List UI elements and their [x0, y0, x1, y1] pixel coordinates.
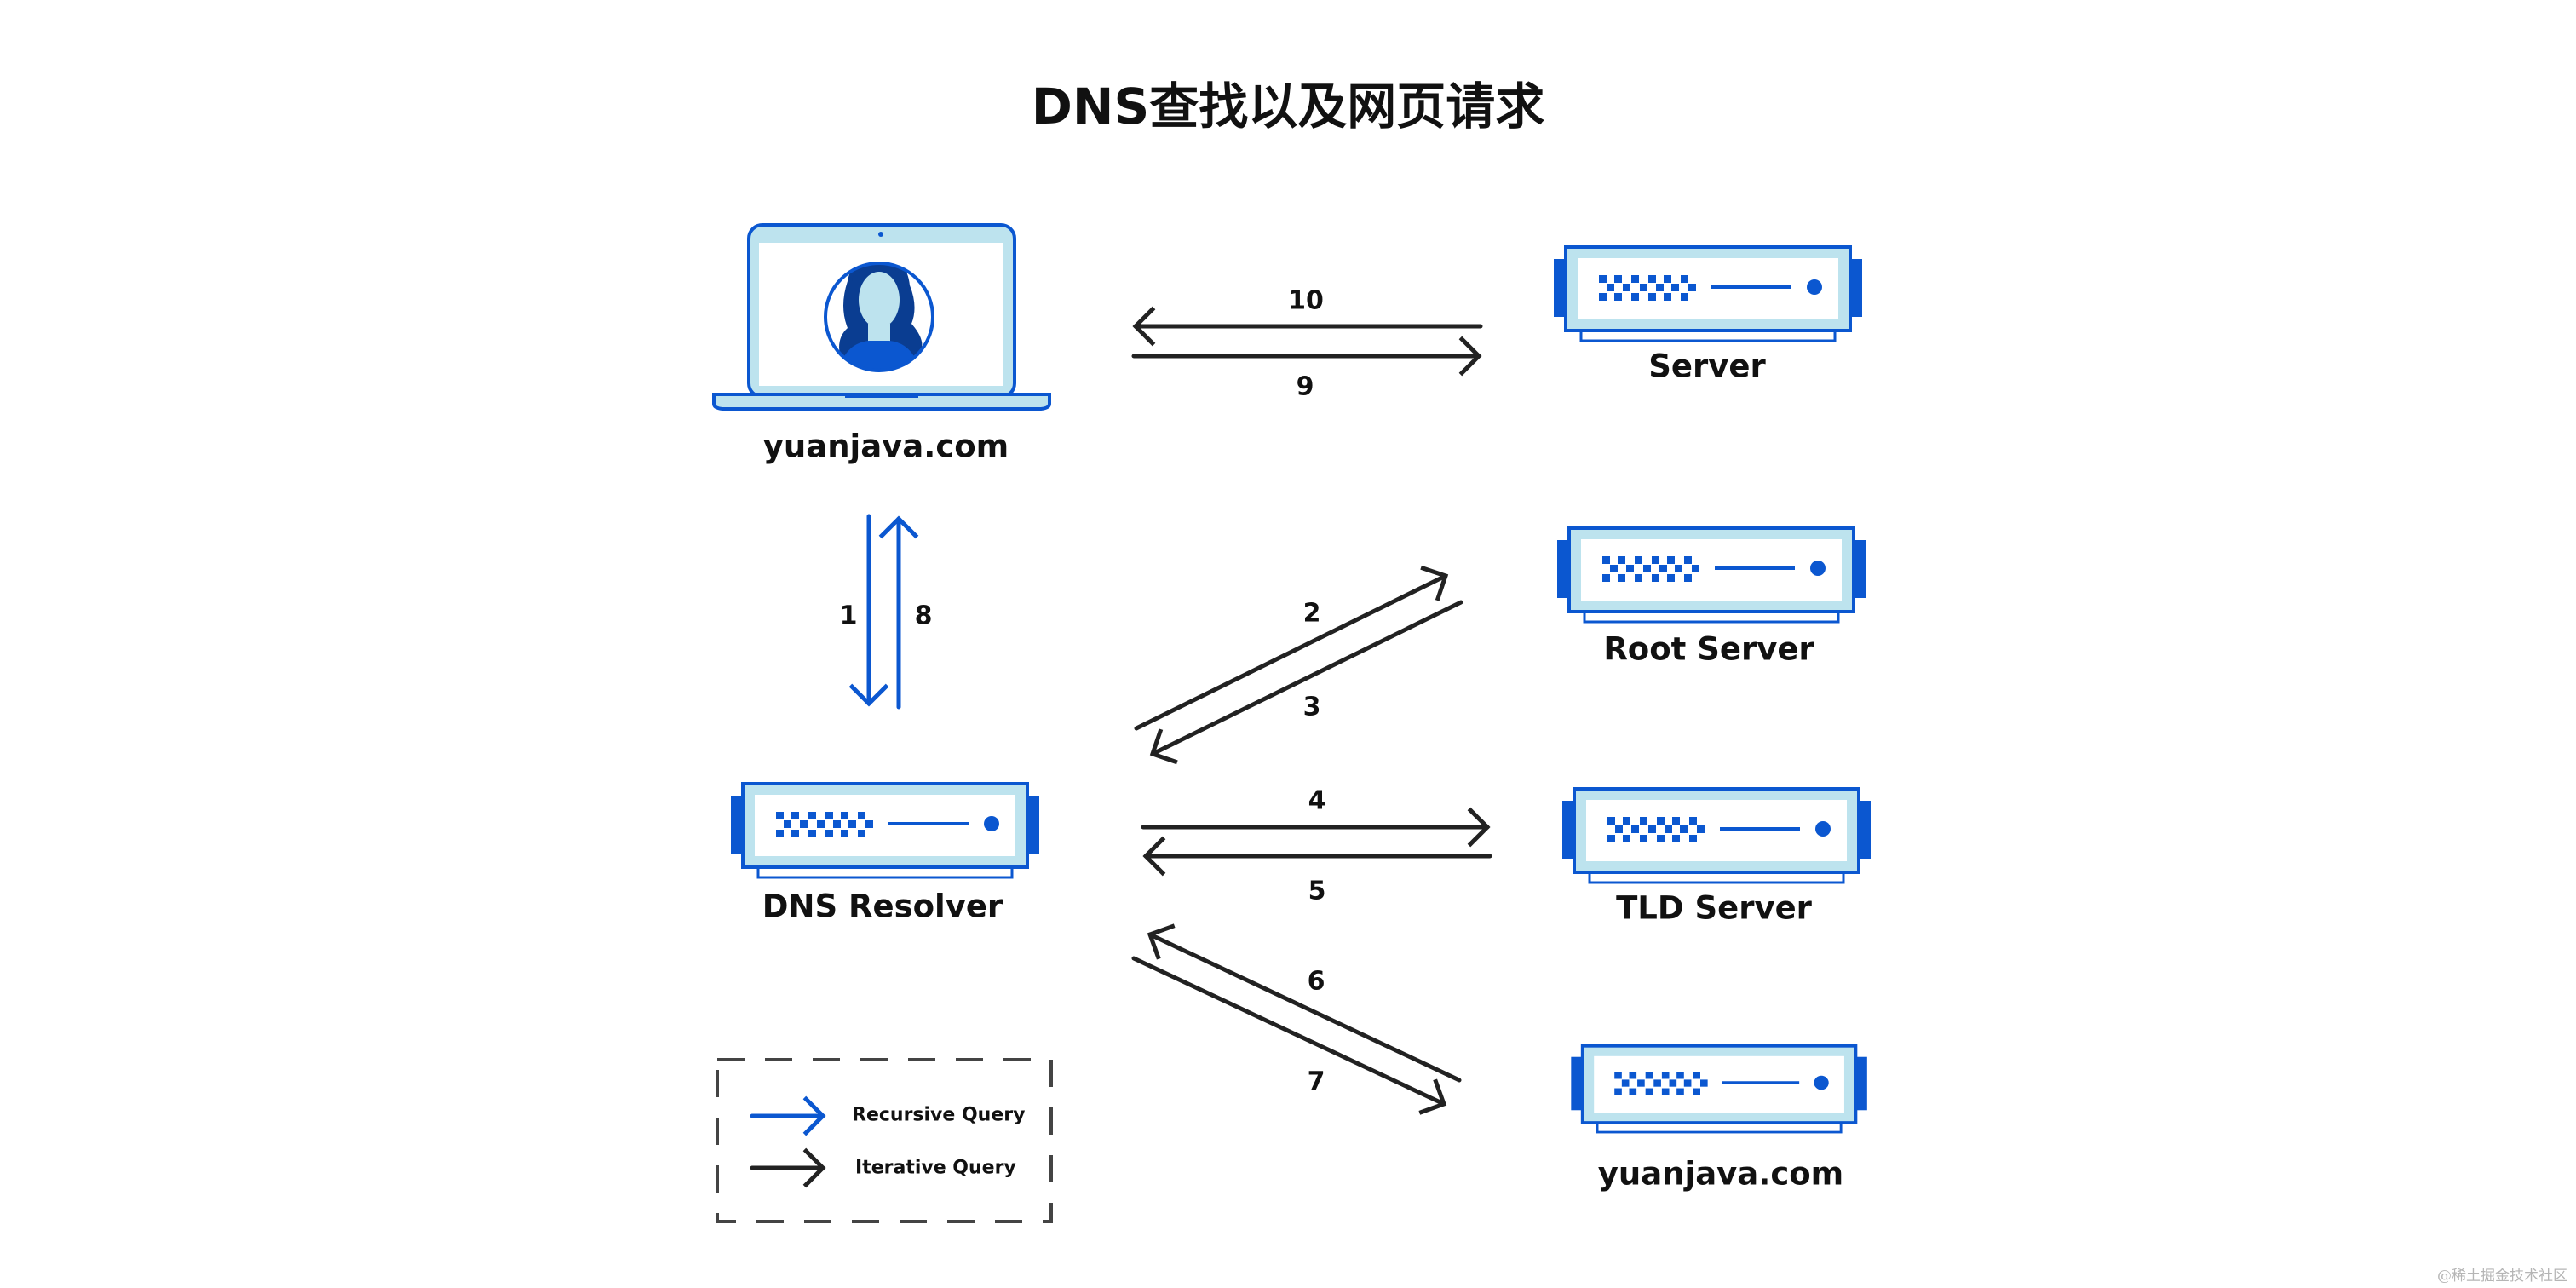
- authoritative-server-icon: [1569, 1044, 1869, 1134]
- page-title: DNS查找以及网页请求: [1031, 78, 1545, 135]
- arrow-step-2: [1134, 565, 1449, 731]
- dns-resolver-icon: [729, 782, 1041, 879]
- legend-iterative-arrow: [750, 1147, 826, 1188]
- arrow-step-3: [1149, 600, 1463, 765]
- step-label-2: 2: [1302, 598, 1321, 629]
- web-server-label: Server: [1648, 348, 1766, 385]
- step-label-9: 9: [1296, 371, 1314, 402]
- arrow-step-4: [1141, 807, 1491, 848]
- arrow-step-7: [1131, 956, 1447, 1115]
- watermark: @稀土掘金技术社区: [2437, 1268, 2567, 1285]
- arrows-group: [848, 306, 1492, 1115]
- step-label-1: 1: [839, 601, 858, 631]
- arrow-step-9: [1131, 336, 1482, 377]
- arrow-step-1: [848, 514, 889, 707]
- step-label-3: 3: [1302, 692, 1321, 722]
- root-server-icon: [1555, 526, 1867, 624]
- legend-recursive-arrow: [750, 1095, 826, 1136]
- web-server-icon: [1552, 245, 1864, 342]
- arrow-step-5: [1142, 836, 1492, 877]
- step-label-5: 5: [1308, 876, 1326, 906]
- arrow-step-6: [1147, 923, 1462, 1083]
- legend-recursive-label: Recursive Query: [852, 1104, 1026, 1126]
- legend: [716, 1058, 1053, 1223]
- dns-resolver-label: DNS Resolver: [762, 888, 1003, 925]
- legend-iterative-label: Iterative Query: [855, 1157, 1016, 1179]
- arrow-step-8: [878, 515, 919, 710]
- root-server-label: Root Server: [1603, 630, 1814, 668]
- client-label: yuanjava.com: [762, 428, 1009, 465]
- step-label-6: 6: [1307, 966, 1325, 997]
- step-label-8: 8: [914, 601, 933, 631]
- authoritative-server-label: yuanjava.com: [1597, 1155, 1844, 1193]
- step-label-7: 7: [1307, 1067, 1325, 1097]
- laptop-user-icon: [712, 223, 1051, 411]
- tld-server-icon: [1561, 787, 1872, 884]
- arrow-step-10: [1132, 306, 1483, 347]
- step-label-4: 4: [1308, 785, 1326, 816]
- tld-server-label: TLD Server: [1616, 889, 1812, 927]
- step-label-10: 10: [1288, 285, 1324, 316]
